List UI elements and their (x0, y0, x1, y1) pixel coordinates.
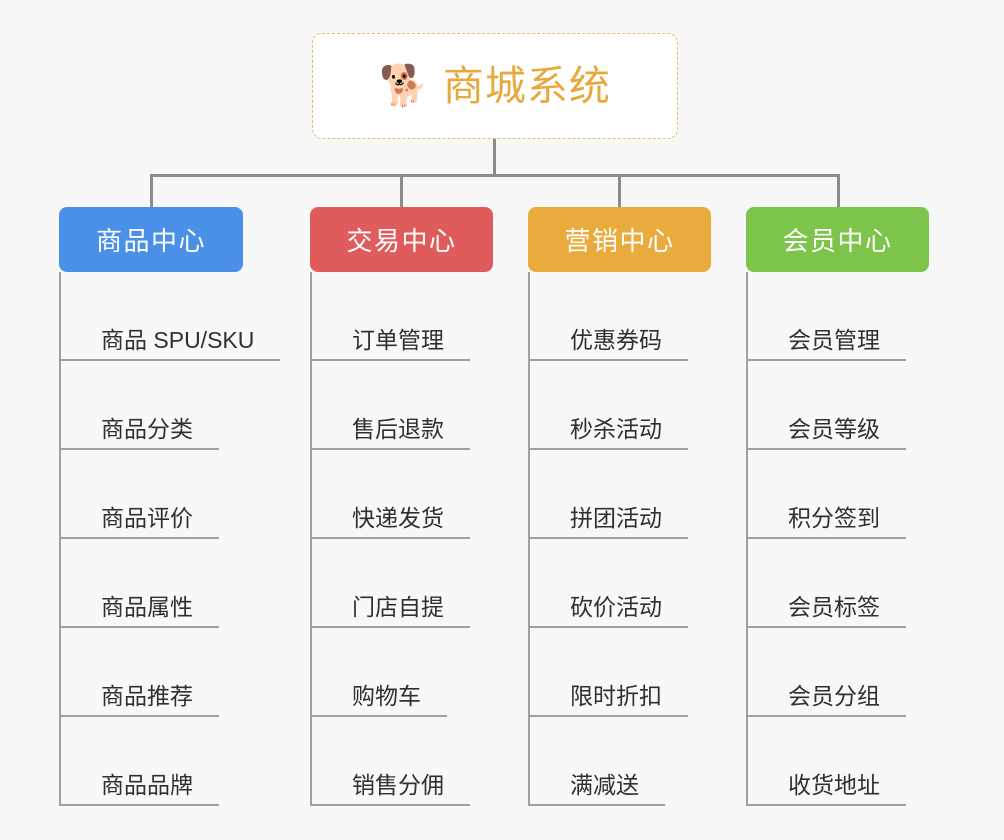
list-item[interactable]: 限时折扣 (528, 628, 711, 717)
leaf-list-product-center: 商品 SPU/SKU 商品分类 商品评价 商品属性 商品推荐 商品品牌 (59, 272, 281, 806)
list-item[interactable]: 售后退款 (310, 361, 493, 450)
leaf-label: 会员分组 (748, 683, 906, 717)
list-item[interactable]: 订单管理 (310, 272, 493, 361)
list-item[interactable]: 拼团活动 (528, 450, 711, 539)
list-item[interactable]: 收货地址 (746, 717, 929, 806)
category-header-product-center[interactable]: 商品中心 (59, 207, 243, 272)
category-header-trade-center[interactable]: 交易中心 (310, 207, 493, 272)
list-item[interactable]: 会员分组 (746, 628, 929, 717)
list-item[interactable]: 会员管理 (746, 272, 929, 361)
column-marketing-center: 营销中心 优惠券码 秒杀活动 拼团活动 砍价活动 限时折扣 满减送 (528, 207, 711, 806)
leaf-label: 商品 SPU/SKU (61, 327, 281, 361)
leaf-label: 商品评价 (61, 505, 219, 539)
leaf-label: 商品品牌 (61, 772, 219, 806)
list-item[interactable]: 商品分类 (59, 361, 243, 450)
list-item[interactable]: 销售分佣 (310, 717, 493, 806)
category-header-label: 商品中心 (95, 226, 206, 256)
leaf-label: 秒杀活动 (530, 416, 688, 450)
list-item[interactable]: 商品 SPU/SKU (59, 272, 281, 361)
list-item[interactable]: 会员等级 (746, 361, 929, 450)
list-item[interactable]: 积分签到 (746, 450, 929, 539)
category-header-label: 交易中心 (346, 226, 457, 256)
leaf-label: 限时折扣 (530, 683, 688, 717)
leaf-label: 积分签到 (748, 505, 906, 539)
category-header-member-center[interactable]: 会员中心 (746, 207, 929, 272)
leaf-label: 售后退款 (312, 416, 470, 450)
list-item[interactable]: 商品评价 (59, 450, 243, 539)
connector-horizontal-bus (150, 174, 840, 177)
list-item[interactable]: 秒杀活动 (528, 361, 711, 450)
connector-drop-marketing-center (618, 174, 621, 210)
leaf-label: 收货地址 (748, 772, 906, 806)
leaf-label: 门店自提 (312, 594, 470, 628)
connector-drop-member-center (837, 174, 840, 210)
leaf-label: 商品推荐 (61, 683, 219, 717)
leaf-label: 会员标签 (748, 594, 906, 628)
leaf-label: 快递发货 (312, 505, 470, 539)
leaf-label: 满减送 (530, 772, 665, 806)
trunk-line-marketing-center (528, 272, 530, 806)
connector-root-stem (493, 139, 496, 176)
leaf-label: 商品属性 (61, 594, 219, 628)
connector-drop-trade-center (400, 174, 403, 210)
leaf-label: 拼团活动 (530, 505, 688, 539)
root-node-title: 商城系统 (442, 62, 611, 109)
category-header-label: 会员中心 (782, 226, 893, 256)
leaf-label: 砍价活动 (530, 594, 688, 628)
leaf-label: 购物车 (312, 683, 447, 717)
column-member-center: 会员中心 会员管理 会员等级 积分签到 会员标签 会员分组 收货地址 (746, 207, 929, 806)
column-product-center: 商品中心 商品 SPU/SKU 商品分类 商品评价 商品属性 商品推荐 商品品牌 (59, 207, 281, 806)
list-item[interactable]: 购物车 (310, 628, 493, 717)
leaf-list-marketing-center: 优惠券码 秒杀活动 拼团活动 砍价活动 限时折扣 满减送 (528, 272, 711, 806)
leaf-label: 商品分类 (61, 416, 219, 450)
shiba-dog-icon: 🐕 (379, 64, 429, 108)
root-node-shop-system[interactable]: 🐕 商城系统 (312, 33, 678, 139)
list-item[interactable]: 砍价活动 (528, 539, 711, 628)
list-item[interactable]: 满减送 (528, 717, 711, 806)
leaf-label: 订单管理 (312, 327, 470, 361)
leaf-list-trade-center: 订单管理 售后退款 快递发货 门店自提 购物车 销售分佣 (310, 272, 493, 806)
list-item[interactable]: 会员标签 (746, 539, 929, 628)
leaf-label: 优惠券码 (530, 327, 688, 361)
trunk-line-trade-center (310, 272, 312, 806)
list-item[interactable]: 商品推荐 (59, 628, 243, 717)
leaf-label: 销售分佣 (312, 772, 470, 806)
leaf-label: 会员等级 (748, 416, 906, 450)
list-item[interactable]: 优惠券码 (528, 272, 711, 361)
connector-drop-product-center (150, 174, 153, 210)
column-trade-center: 交易中心 订单管理 售后退款 快递发货 门店自提 购物车 销售分佣 (310, 207, 493, 806)
trunk-line-product-center (59, 272, 61, 806)
list-item[interactable]: 商品属性 (59, 539, 243, 628)
list-item[interactable]: 商品品牌 (59, 717, 243, 806)
category-header-label: 营销中心 (564, 226, 675, 256)
category-header-marketing-center[interactable]: 营销中心 (528, 207, 711, 272)
list-item[interactable]: 快递发货 (310, 450, 493, 539)
leaf-label: 会员管理 (748, 327, 906, 361)
trunk-line-member-center (746, 272, 748, 806)
leaf-list-member-center: 会员管理 会员等级 积分签到 会员标签 会员分组 收货地址 (746, 272, 929, 806)
list-item[interactable]: 门店自提 (310, 539, 493, 628)
